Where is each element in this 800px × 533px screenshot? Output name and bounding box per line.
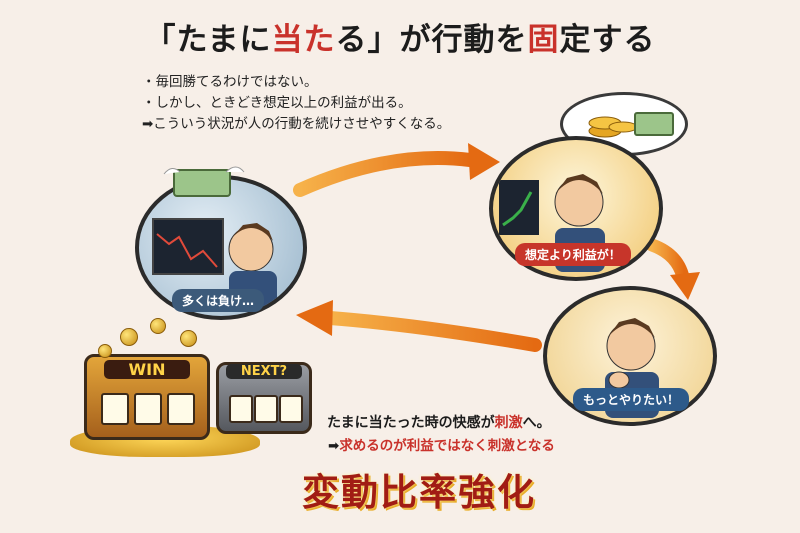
win-caption: 想定より利益が！ [515, 243, 631, 266]
page-title: 「たまに当たる」が行動を固定する [144, 22, 656, 58]
bullet-item: ➡こういう状況が人の行動を続けさせやすくなる。 [142, 116, 451, 132]
bullet-item: ・しかし、ときどき想定以上の利益が出る。 [142, 95, 412, 111]
slot-reel [279, 395, 303, 423]
more-caption: もっとやりたい！ [573, 388, 690, 411]
coin-icon [120, 328, 138, 346]
concept-banner: 変動比率強化 [302, 471, 536, 514]
arrow-to-loss [323, 311, 542, 352]
slot-reel [167, 393, 195, 425]
next-sign: NEXT? [226, 364, 302, 379]
insight-conclusion: ➡求めるのが利益ではなく刺激となる [328, 438, 555, 454]
slot-reel [229, 395, 253, 423]
slot-reel [134, 393, 162, 425]
slot-reel [101, 393, 129, 425]
coins-and-cash-icon [588, 112, 674, 138]
arrow-to-win [293, 151, 477, 197]
slot-reel [254, 395, 278, 423]
coin-icon [180, 330, 197, 347]
trader-monitor-illustration [152, 218, 277, 311]
flying-money-icon [163, 166, 245, 197]
coin-icon [150, 318, 166, 334]
bullet-item: ・毎回勝てるわけではない。 [142, 74, 318, 90]
explanation-list: ・毎回勝てるわけではない。 ・しかし、ときどき想定以上の利益が出る。 ➡こういう… [142, 72, 450, 135]
coin-icon [98, 344, 112, 358]
insight-text: たまに当たった時の快感が刺激へ。 [327, 415, 551, 431]
win-sign: WIN [104, 360, 190, 379]
loss-caption: 多くは負け… [172, 289, 265, 312]
